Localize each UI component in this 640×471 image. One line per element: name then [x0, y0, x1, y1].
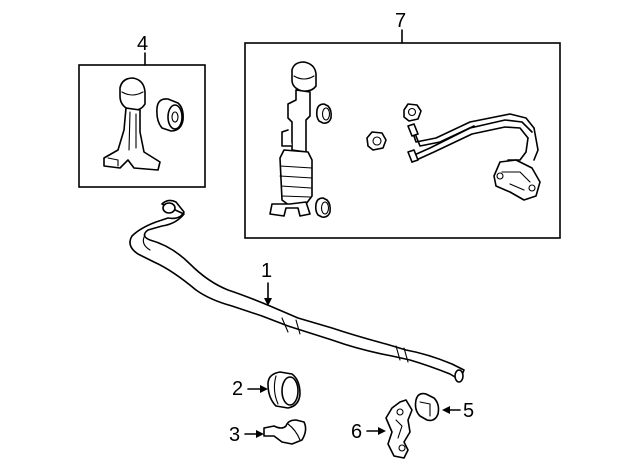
- hydraulic-hoses: [407, 113, 541, 201]
- part-4-group: 4: [78, 33, 206, 188]
- part-2-group: 2: [232, 371, 301, 409]
- kit-nut-a: [366, 131, 387, 151]
- callout-1: 1: [261, 260, 272, 282]
- stabilizer-bushing: [267, 371, 301, 409]
- part-7-group: 7: [244, 10, 561, 239]
- callout-7: 7: [395, 10, 406, 32]
- stabilizer-link: [103, 77, 161, 171]
- kit-bushing-b: [314, 197, 331, 218]
- callout-3: 3: [229, 424, 240, 446]
- callout-6: 6: [351, 421, 362, 443]
- callout-4: 4: [137, 33, 148, 55]
- part-4-box: [78, 64, 206, 188]
- kit-bushing-a: [315, 103, 332, 124]
- callout-2: 2: [232, 378, 243, 400]
- small-bushing: [414, 392, 440, 422]
- mounting-bracket: [385, 399, 413, 459]
- part-6-group: 6: [351, 399, 413, 459]
- part-5-group: 5: [414, 392, 474, 422]
- link-bushing: [156, 98, 184, 132]
- callout-5: 5: [463, 400, 474, 422]
- stabilizer-bar: 1: [129, 199, 465, 383]
- kit-nut-b: [403, 103, 422, 122]
- part-3-group: 3: [229, 419, 307, 446]
- stabilizer-actuator: [269, 61, 317, 217]
- bushing-bracket: [263, 419, 307, 445]
